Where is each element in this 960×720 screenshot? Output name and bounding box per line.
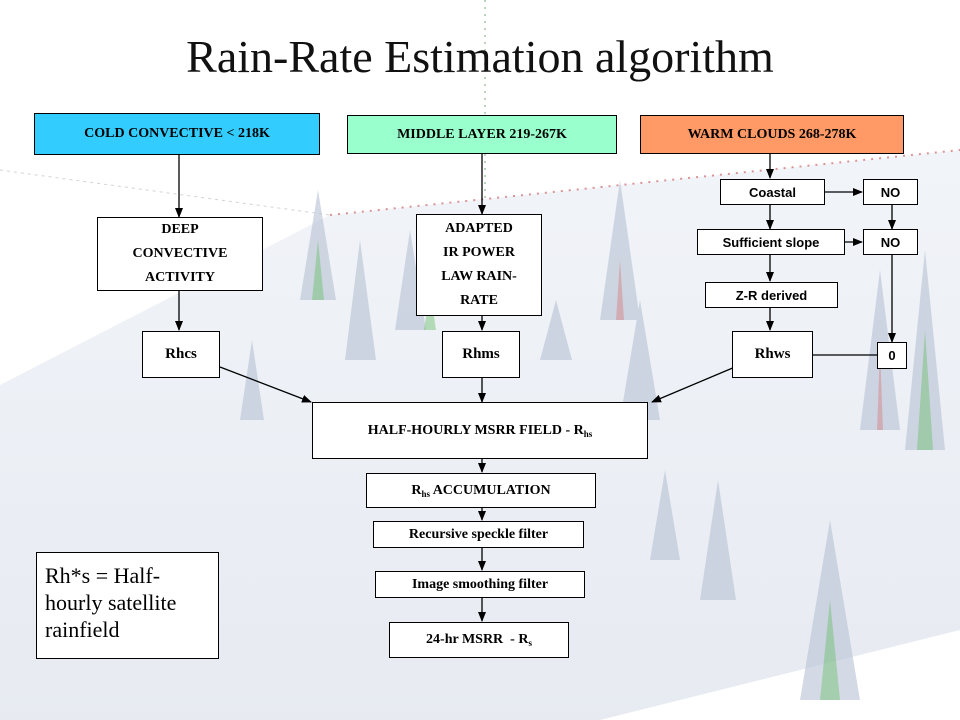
deep-line-3: ACTIVITY bbox=[144, 270, 215, 285]
rhws-box: Rhws bbox=[732, 331, 813, 378]
adapted-line-4: RATE bbox=[460, 293, 498, 308]
msrr-24hr-box: 24-hr MSRR - Rs bbox=[389, 622, 569, 658]
no-box-1: NO bbox=[863, 179, 918, 205]
note-line-2: hourly satellite bbox=[45, 590, 177, 615]
legend-note: Rh*s = Half- hourly satellite rainfield bbox=[36, 552, 219, 659]
adapted-line-2: IR POWER bbox=[443, 245, 515, 260]
rhcs-label: Rhcs bbox=[165, 346, 197, 362]
accumulation-prefix: R bbox=[411, 482, 422, 498]
sufficient-slope-box: Sufficient slope bbox=[697, 229, 845, 255]
half-hourly-text: HALF-HOURLY MSRR FIELD - R bbox=[367, 422, 584, 438]
note-line-3: rainfield bbox=[45, 617, 120, 642]
zr-derived-label: Z-R derived bbox=[735, 287, 808, 303]
msrr-24hr-label: 24-hr MSRR - Rs bbox=[426, 632, 532, 648]
adapted-ir-box: ADAPTED IR POWER LAW RAIN- RATE bbox=[416, 214, 542, 316]
accumulation-box: Rhs ACCUMULATION bbox=[366, 473, 596, 508]
cold-convective-box: COLD CONVECTIVE < 218K bbox=[34, 113, 320, 155]
accumulation-text: ACCUMULATION bbox=[429, 482, 551, 498]
cold-convective-label: COLD CONVECTIVE < 218K bbox=[84, 126, 270, 141]
warm-clouds-box: WARM CLOUDS 268-278K bbox=[640, 115, 904, 154]
msrr-24hr-sub: s bbox=[528, 638, 532, 648]
sufficient-slope-label: Sufficient slope bbox=[722, 234, 820, 250]
deep-line-2: CONVECTIVE bbox=[132, 246, 228, 261]
msrr-24hr-text: 24-hr MSRR - R bbox=[426, 632, 529, 647]
page-title: Rain-Rate Estimation algorithm bbox=[186, 31, 774, 82]
rhcs-box: Rhcs bbox=[142, 331, 220, 378]
warm-clouds-label: WARM CLOUDS 268-278K bbox=[687, 126, 857, 142]
coastal-label: Coastal bbox=[749, 184, 796, 200]
zero-label: 0 bbox=[888, 348, 896, 363]
deep-line-1: DEEP bbox=[161, 222, 199, 237]
arrow-rhcs-to-half bbox=[219, 366, 312, 403]
deep-convective-box: DEEP CONVECTIVE ACTIVITY bbox=[97, 217, 263, 291]
middle-layer-box: MIDDLE LAYER 219-267K bbox=[347, 115, 617, 154]
half-hourly-msrr-box: HALF-HOURLY MSRR FIELD - Rhs bbox=[312, 402, 648, 459]
no-label-1: NO bbox=[880, 184, 901, 200]
rhms-label: Rhms bbox=[462, 346, 500, 362]
no-box-2: NO bbox=[863, 229, 918, 255]
accumulation-sub: hs bbox=[421, 488, 430, 499]
smoothing-filter-label: Image smoothing filter bbox=[411, 576, 549, 592]
half-hourly-label: HALF-HOURLY MSRR FIELD - Rhs bbox=[368, 423, 593, 439]
zr-derived-box: Z-R derived bbox=[705, 282, 838, 308]
no-label-2: NO bbox=[880, 234, 901, 250]
middle-layer-label: MIDDLE LAYER 219-267K bbox=[397, 126, 567, 142]
speckle-filter-box: Recursive speckle filter bbox=[373, 521, 584, 548]
rhms-box: Rhms bbox=[442, 331, 520, 378]
arrow-rhws-to-half bbox=[651, 366, 736, 403]
half-hourly-sub: hs bbox=[583, 428, 593, 439]
coastal-box: Coastal bbox=[720, 179, 825, 205]
adapted-line-1: ADAPTED bbox=[445, 221, 513, 236]
smoothing-filter-box: Image smoothing filter bbox=[375, 571, 585, 598]
speckle-filter-label: Recursive speckle filter bbox=[408, 526, 549, 542]
accumulation-label: Rhs ACCUMULATION bbox=[411, 483, 550, 499]
rhws-label: Rhws bbox=[754, 346, 791, 362]
adapted-line-3: LAW RAIN- bbox=[441, 269, 517, 284]
note-line-1: Rh*s = Half- bbox=[45, 563, 161, 588]
zero-box: 0 bbox=[877, 342, 907, 369]
